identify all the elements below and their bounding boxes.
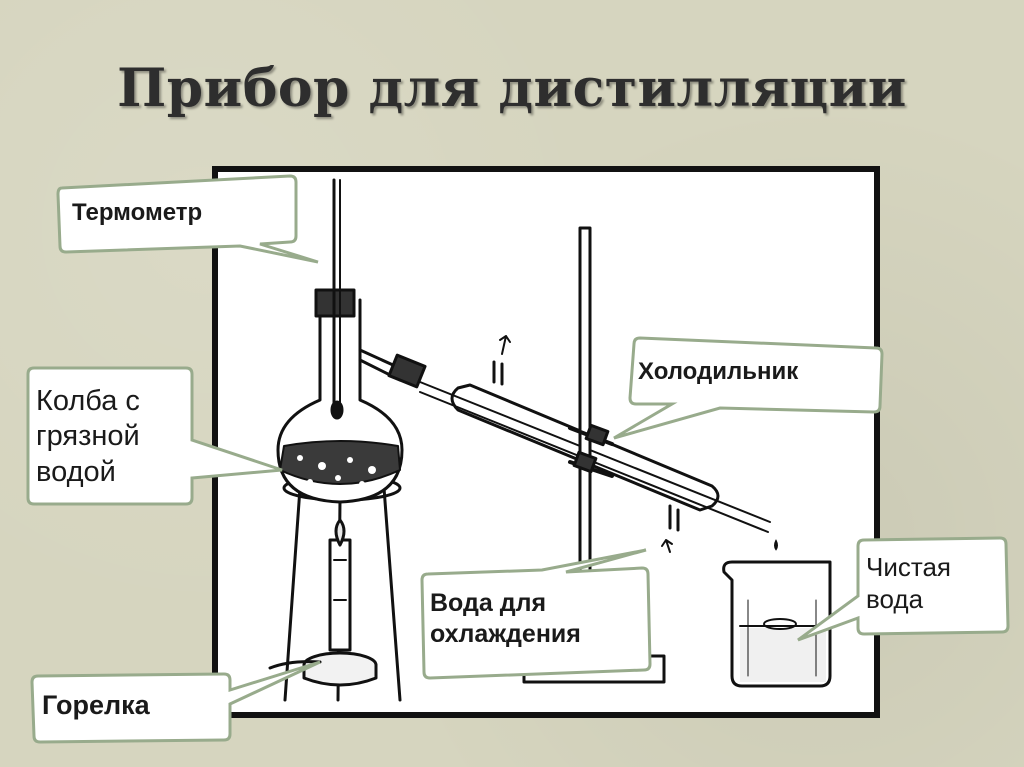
burner-label: Горелка: [42, 690, 150, 720]
cooling-water-label: Вода для охлаждения: [430, 589, 581, 648]
condenser-label: Холодильник: [638, 358, 799, 385]
beaker: [722, 560, 832, 688]
clean-water-label: Чистая вода: [866, 552, 952, 614]
thermometer: [330, 178, 344, 420]
flask-label: Колба с грязной водой: [36, 385, 140, 488]
slide-title: Прибор для дистилляции: [117, 58, 907, 119]
burner: [268, 518, 378, 687]
thermometer-label: Термометр: [72, 199, 203, 226]
